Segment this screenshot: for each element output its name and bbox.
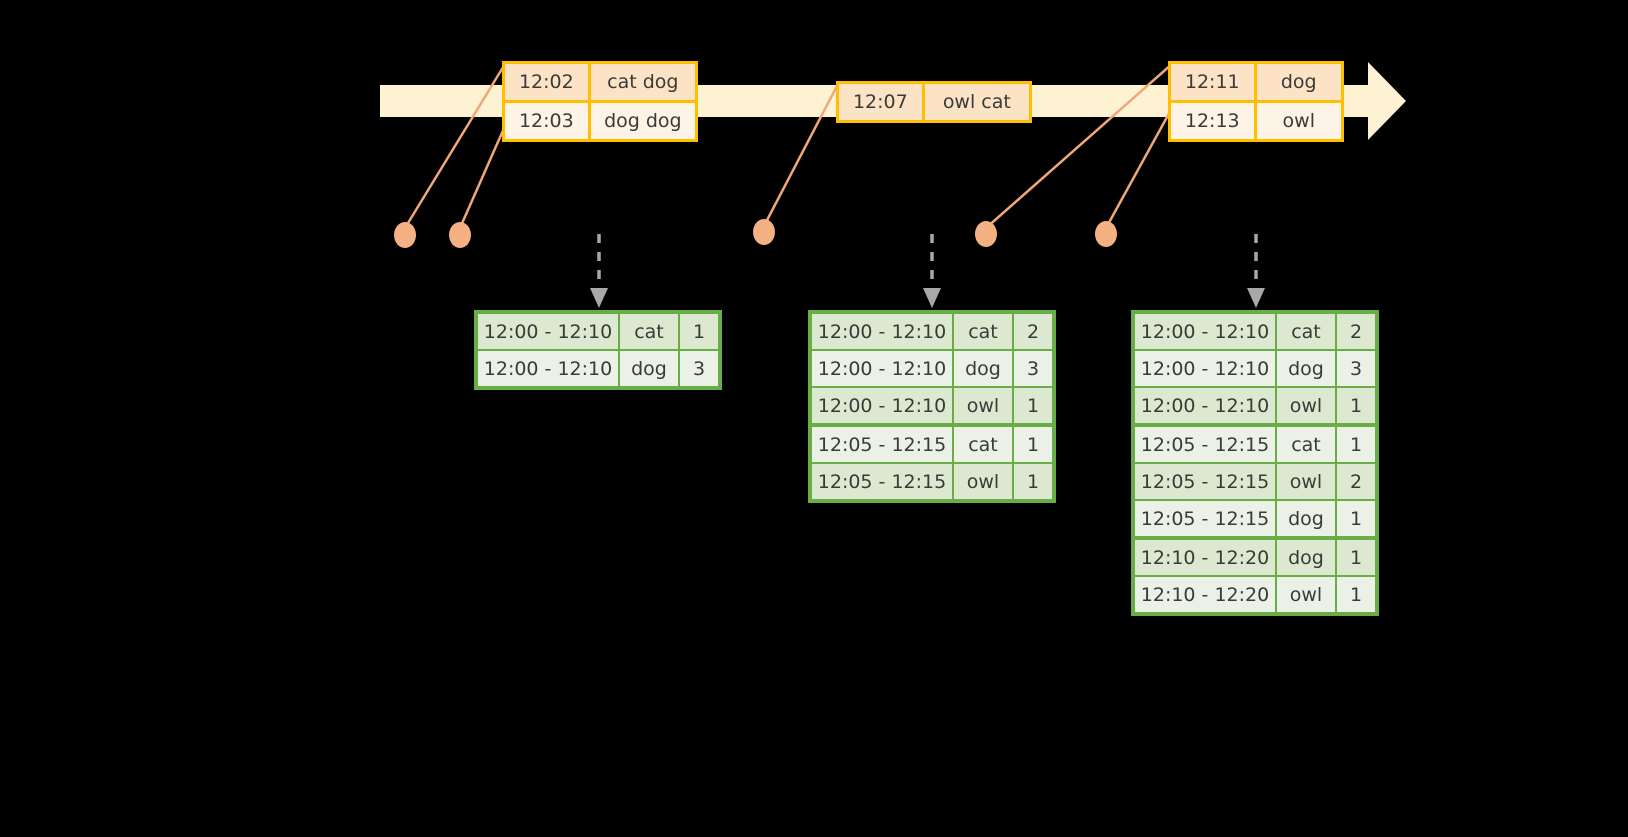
flow-arrow-head-1 <box>590 288 608 308</box>
cell-window: 12:00 - 12:10 <box>478 351 618 386</box>
cell-count: 3 <box>680 351 718 386</box>
event-group-1: 12:02 cat dog 12:03 dog dog <box>502 61 698 142</box>
event-time: 12:02 <box>505 64 588 100</box>
event-time: 12:03 <box>505 103 588 139</box>
cell-count: 2 <box>1337 314 1375 349</box>
cell-window: 12:00 - 12:10 <box>1135 388 1275 423</box>
cell-window: 12:05 - 12:15 <box>1135 427 1275 462</box>
cell-window: 12:05 - 12:15 <box>1135 501 1275 536</box>
event-value: owl <box>1253 103 1341 139</box>
cell-count: 1 <box>1337 388 1375 423</box>
cell-count: 1 <box>680 314 718 349</box>
event-time: 12:11 <box>1171 64 1254 100</box>
cell-count: 1 <box>1014 464 1052 499</box>
cell-window: 12:00 - 12:10 <box>478 314 618 349</box>
cell-window: 12:10 - 12:20 <box>1135 540 1275 575</box>
cell-key: cat <box>620 314 678 349</box>
connector-line-2 <box>458 125 507 229</box>
cell-window: 12:00 - 12:10 <box>1135 351 1275 386</box>
cell-count: 3 <box>1014 351 1052 386</box>
marker-3 <box>753 219 775 245</box>
cell-count: 1 <box>1337 427 1375 462</box>
cell-key: cat <box>1277 314 1335 349</box>
flow-arrow-head-2 <box>923 288 941 308</box>
cell-key: owl <box>1277 464 1335 499</box>
event-row: 12:07 owl cat <box>839 84 1029 120</box>
event-group-3: 12:11 dog 12:13 owl <box>1168 61 1344 142</box>
cell-key: dog <box>1277 540 1335 575</box>
marker-5 <box>1095 221 1117 247</box>
event-row: 12:13 owl <box>1171 100 1341 139</box>
event-value: owl cat <box>921 84 1029 120</box>
cell-count: 1 <box>1014 388 1052 423</box>
event-time: 12:07 <box>839 84 922 120</box>
cell-window: 12:00 - 12:10 <box>812 351 952 386</box>
cell-key: dog <box>954 351 1012 386</box>
marker-2 <box>449 222 471 248</box>
cell-key: owl <box>954 388 1012 423</box>
cell-window: 12:00 - 12:10 <box>812 314 952 349</box>
cell-window: 12:05 - 12:15 <box>812 427 952 462</box>
event-value: dog dog <box>587 103 695 139</box>
cell-window: 12:05 - 12:15 <box>1135 464 1275 499</box>
cell-window: 12:05 - 12:15 <box>812 464 952 499</box>
event-value: cat dog <box>587 64 695 100</box>
event-row: 12:02 cat dog <box>505 64 695 100</box>
cell-count: 1 <box>1014 427 1052 462</box>
cell-count: 1 <box>1337 501 1375 536</box>
cell-window: 12:00 - 12:10 <box>812 388 952 423</box>
connector-line-5 <box>1104 107 1174 229</box>
event-group-2: 12:07 owl cat <box>836 81 1032 123</box>
cell-count: 2 <box>1014 314 1052 349</box>
event-row: 12:03 dog dog <box>505 100 695 139</box>
cell-key: dog <box>620 351 678 386</box>
cell-key: cat <box>954 427 1012 462</box>
cell-key: owl <box>1277 388 1335 423</box>
cell-key: dog <box>1277 501 1335 536</box>
timeline-arrow-head <box>1368 62 1406 140</box>
marker-1 <box>394 222 416 248</box>
event-time: 12:13 <box>1171 103 1254 139</box>
event-row: 12:11 dog <box>1171 64 1341 100</box>
cell-key: owl <box>1277 577 1335 612</box>
cell-window: 12:10 - 12:20 <box>1135 577 1275 612</box>
cell-window: 12:00 - 12:10 <box>1135 314 1275 349</box>
marker-4 <box>975 221 997 247</box>
cell-count: 1 <box>1337 577 1375 612</box>
event-value: dog <box>1253 64 1341 100</box>
flow-arrow-head-3 <box>1247 288 1265 308</box>
cell-count: 2 <box>1337 464 1375 499</box>
cell-count: 3 <box>1337 351 1375 386</box>
cell-key: cat <box>954 314 1012 349</box>
cell-count: 1 <box>1337 540 1375 575</box>
cell-key: cat <box>1277 427 1335 462</box>
cell-key: dog <box>1277 351 1335 386</box>
cell-key: owl <box>954 464 1012 499</box>
